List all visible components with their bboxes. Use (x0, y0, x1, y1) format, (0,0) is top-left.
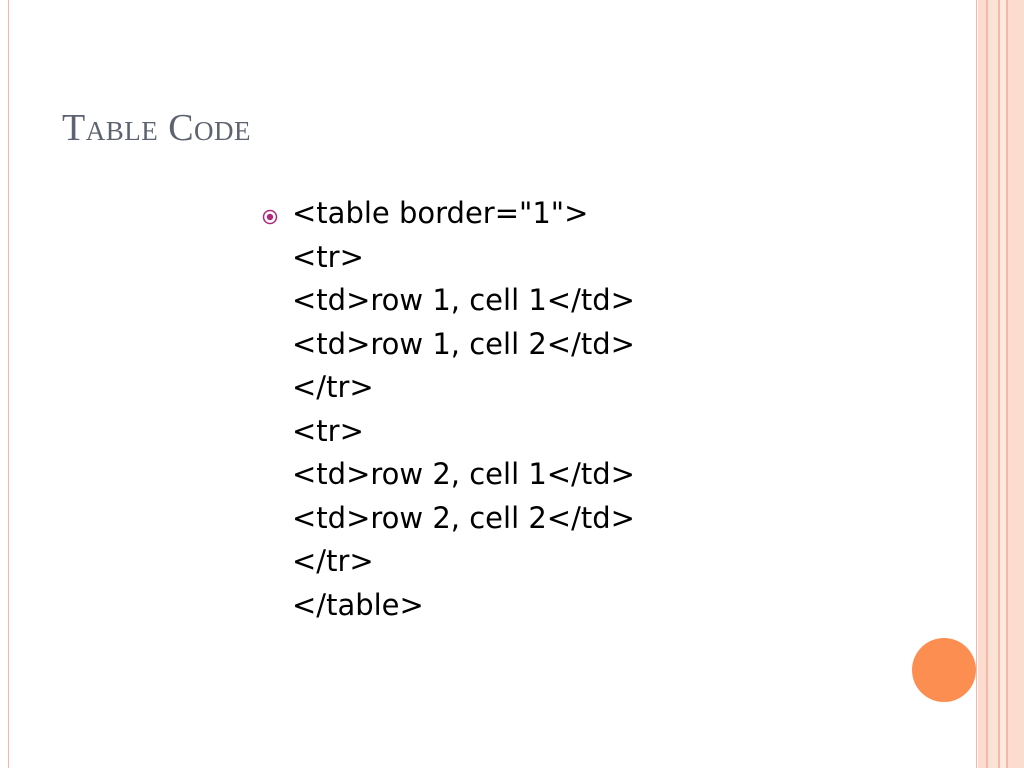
code-line: <tr> (292, 413, 364, 448)
code-line: </tr> (292, 544, 374, 578)
decorative-circle (912, 638, 976, 702)
right-stripe (978, 0, 986, 768)
code-line: <table border="1"> (292, 196, 589, 230)
code-line: <tr> (292, 239, 364, 274)
radio-bullet-icon (262, 209, 278, 225)
code-line: </table> (292, 587, 424, 622)
code-block: <table border="1"> <tr> <td>row 1, cell 1<… (292, 192, 635, 627)
right-stripe (1008, 0, 1024, 768)
right-stripe (988, 0, 998, 768)
code-line: <td>row 1, cell 2</td> (292, 326, 635, 361)
slide-title: Table Code (62, 107, 252, 149)
code-line: <td>row 2, cell 1</td> (292, 457, 635, 491)
right-stripe (1006, 0, 1008, 768)
right-stripe (998, 0, 1000, 768)
right-stripe (1000, 0, 1006, 768)
right-stripe (976, 0, 977, 768)
left-border-line (8, 0, 9, 768)
code-line: </tr> (292, 370, 374, 404)
code-line: <td>row 1, cell 1</td> (292, 283, 635, 317)
code-line: <td>row 2, cell 2</td> (292, 500, 635, 535)
right-stripe (986, 0, 988, 768)
